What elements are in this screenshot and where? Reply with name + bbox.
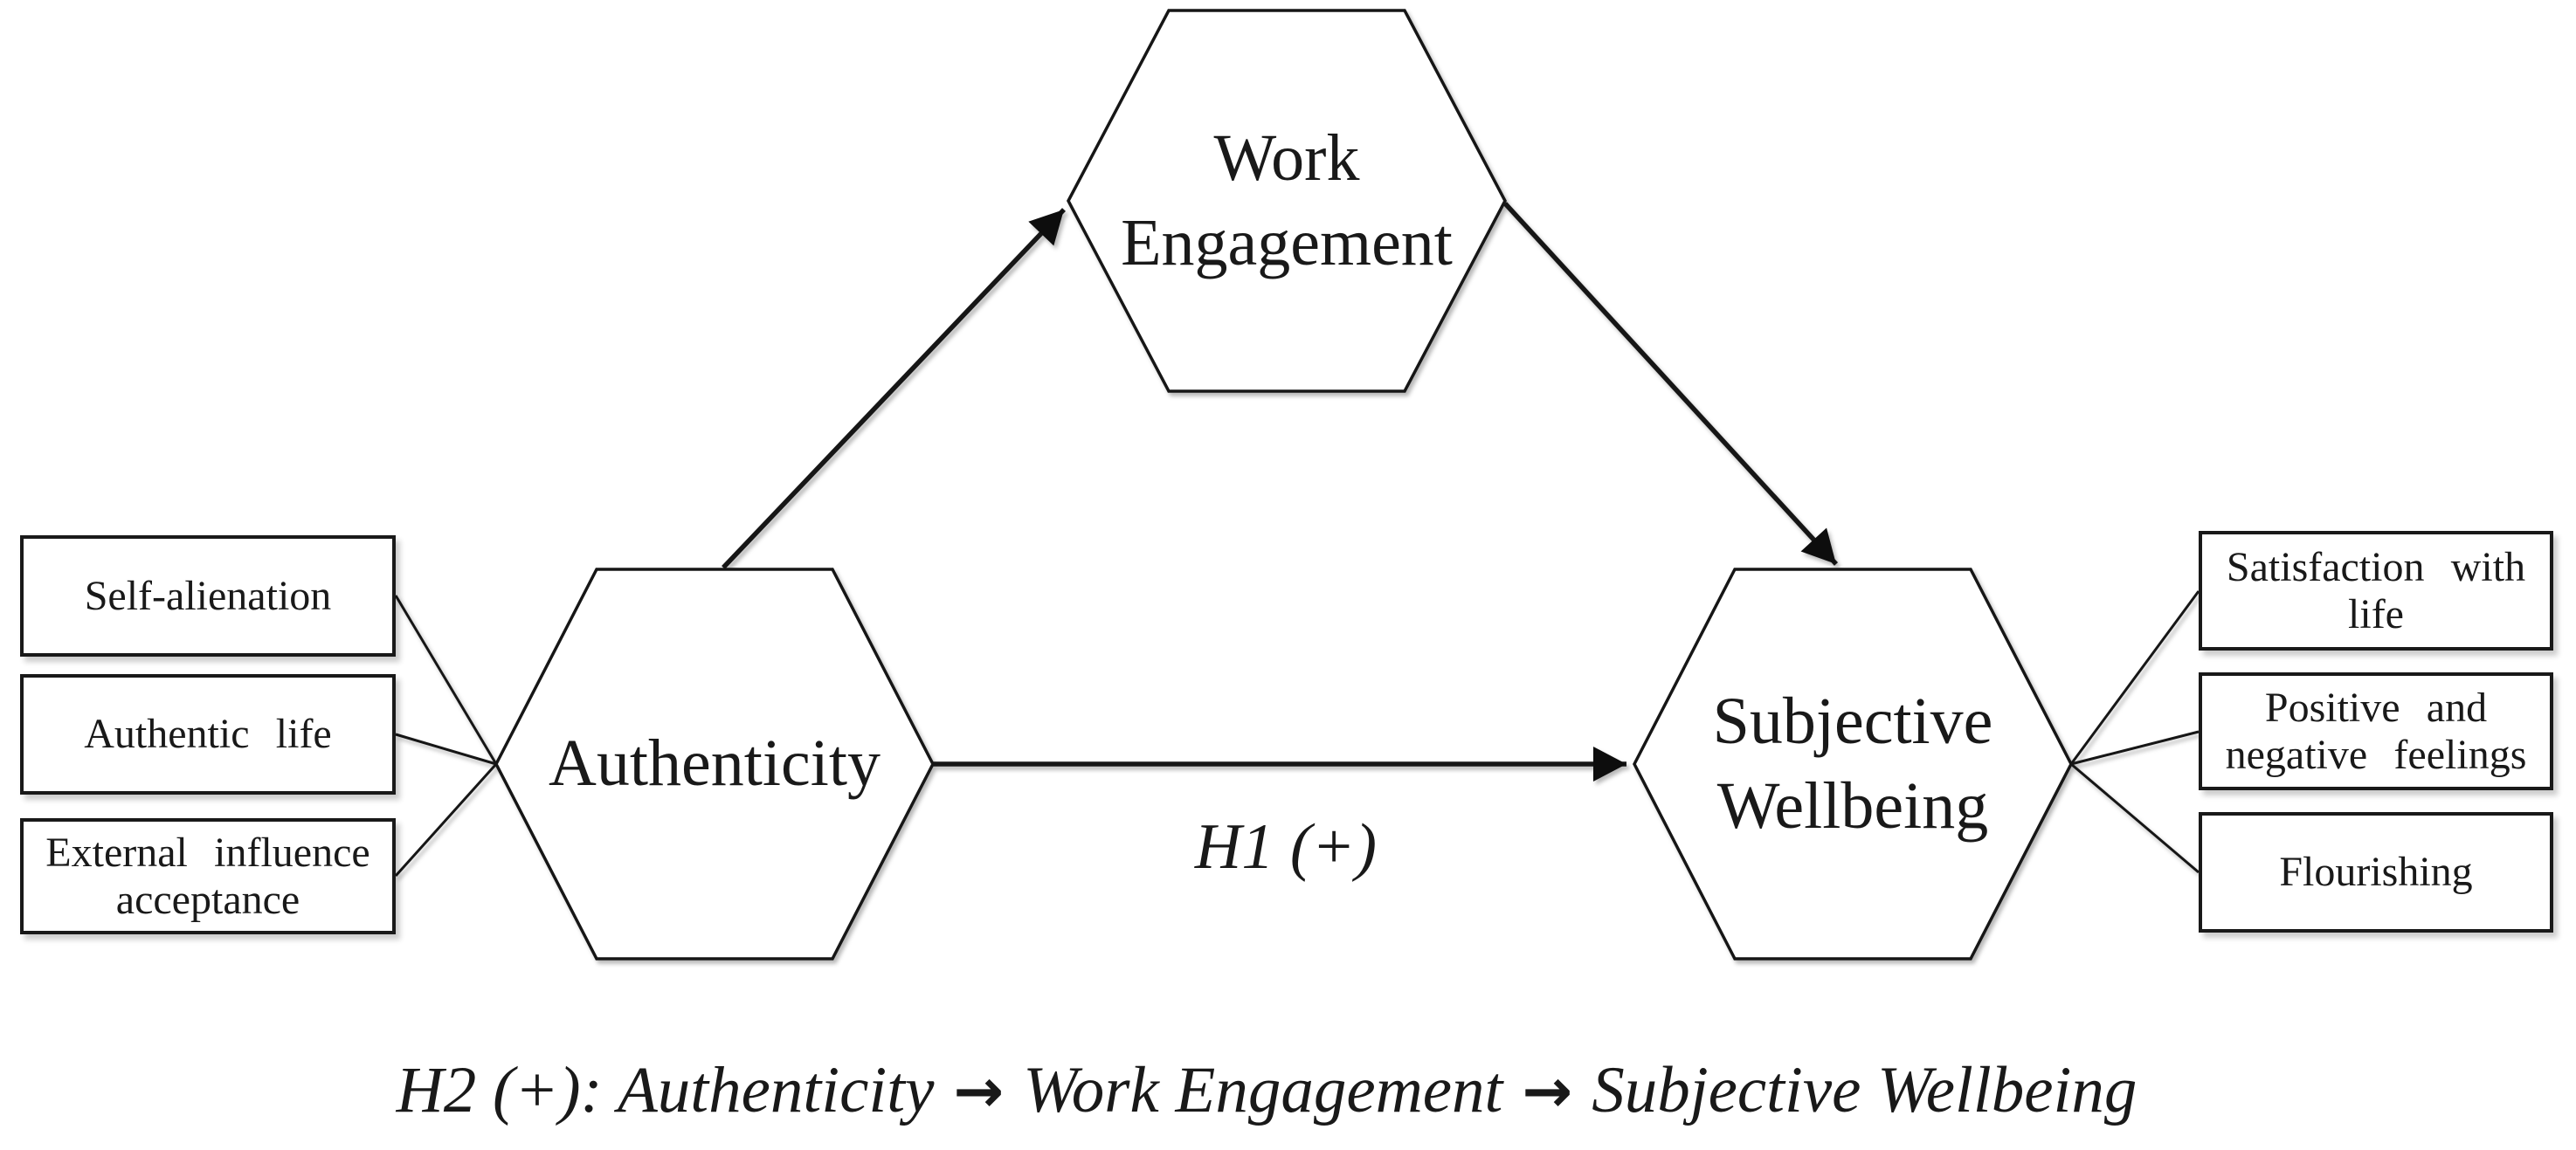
loading-line-flourishing [2070, 762, 2200, 874]
loading-line-authentic-life [395, 733, 497, 766]
h2-caption: H2 (+): Authenticity → Work Engagement → Sub… [0, 1053, 2533, 1128]
indicator-box-external-influence-acceptance: External influence acceptance [20, 818, 396, 934]
subjective-wellbeing-hexagon [1633, 568, 2073, 961]
indicator-box-positive-negative-feelings: Positive and negative feelings [2199, 672, 2553, 790]
indicator-box-satisfaction-with-life: Satisfaction with life [2199, 531, 2553, 651]
indicator-box-self-alienation: Self-alienation [20, 535, 396, 657]
h2-caption-part2: Work Engagement [1023, 1054, 1503, 1126]
h1-path-label: H1 (+) [1194, 811, 1378, 883]
indicator-label: Positive and negative feelings [2225, 684, 2527, 778]
h2-caption-part1: H2 (+): Authenticity [396, 1054, 935, 1126]
indicator-label: External influence acceptance [45, 829, 370, 923]
right-arrow-icon: → [953, 1057, 1005, 1126]
indicator-label: Flourishing [2279, 849, 2473, 896]
right-arrow-icon: → [1522, 1057, 1573, 1126]
work-engagement-hexagon [1067, 9, 1507, 393]
indicator-label: Self-alienation [84, 572, 332, 619]
indicator-box-authentic-life: Authentic life [20, 674, 396, 795]
loading-line-self-alienation [394, 595, 498, 765]
arrow-authenticity-to-work-engagement [722, 208, 1066, 569]
indicator-box-flourishing: Flourishing [2199, 812, 2553, 933]
loading-line-satisfaction [2069, 590, 2200, 765]
indicator-label: Satisfaction with life [2226, 543, 2526, 637]
indicator-label: Authentic life [84, 711, 332, 758]
authenticity-hexagon [494, 568, 935, 961]
h2-caption-part3: Subjective Wellbeing [1592, 1054, 2137, 1126]
loading-line-external-influence [394, 762, 498, 878]
arrow-work-engagement-to-subjective-wellbeing [1502, 202, 1839, 566]
loading-line-feelings [2070, 730, 2200, 766]
